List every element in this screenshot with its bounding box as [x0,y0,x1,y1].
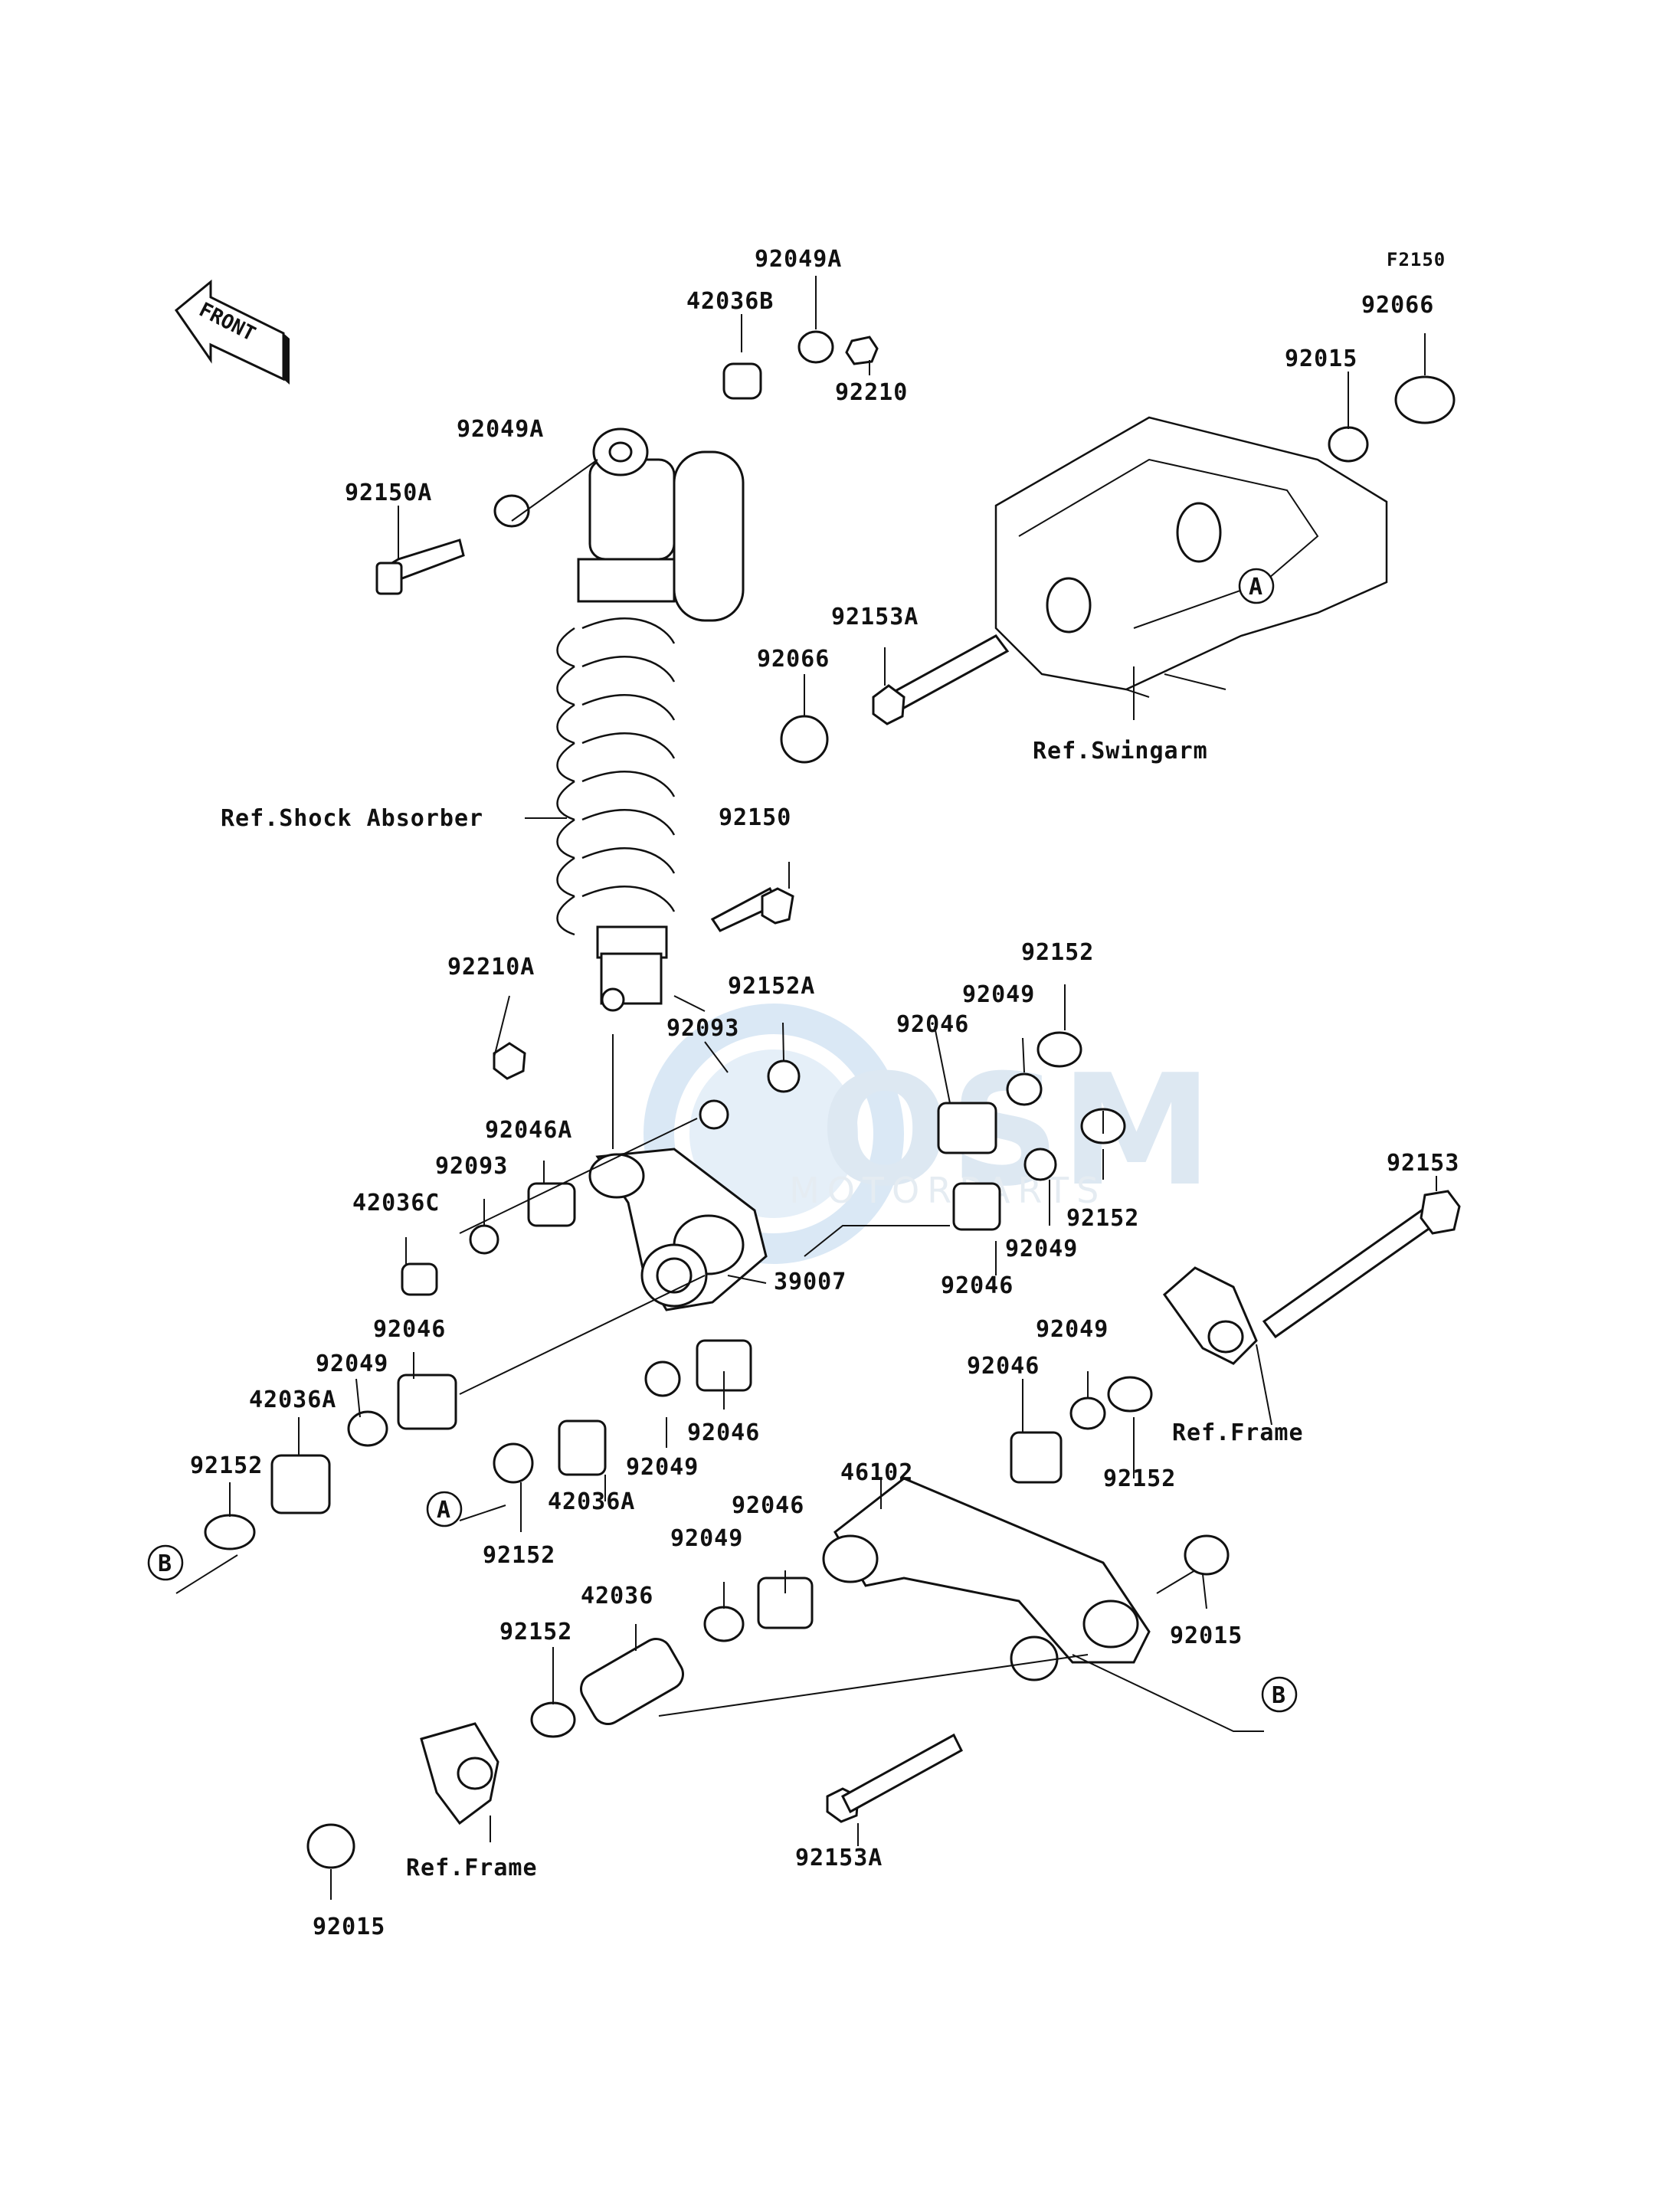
label-92046-left: 92046 [373,1316,446,1343]
label-92049-center: 92049 [626,1454,699,1481]
leader-lines [175,276,1437,1900]
label-92046-center: 92046 [687,1419,760,1446]
figure-id: F2150 [1387,249,1446,270]
label-92049-rframe: 92049 [1036,1316,1109,1343]
label-ref-swingarm: Ref.Swingarm [1033,738,1208,765]
label-92152-center: 92152 [483,1542,555,1569]
label-39007: 39007 [774,1269,847,1295]
label-ref-frame-left: Ref.Frame [406,1855,538,1881]
label-42036A-center: 42036A [548,1488,635,1515]
label-92046-r1: 92046 [896,1011,969,1038]
label-92066-mid: 92066 [757,646,830,673]
label-42036: 42036 [581,1583,653,1609]
label-92015-right: 92015 [1170,1622,1243,1649]
label-92152-bottom: 92152 [499,1619,572,1645]
marker-b-left: B [147,1544,184,1581]
label-92152-rframe: 92152 [1103,1465,1176,1492]
label-42036A-left: 42036A [249,1387,336,1413]
label-92093-a: 92093 [666,1015,739,1042]
label-92046-bottom: 92046 [732,1492,804,1519]
label-42036B: 42036B [686,288,774,315]
label-92153A-top: 92153A [831,604,919,630]
svg-text:B: B [158,1550,172,1577]
label-ref-shock-absorber: Ref.Shock Absorber [221,805,483,832]
label-92049-left: 92049 [316,1351,388,1377]
marker-a-left: A [426,1491,463,1527]
label-92153: 92153 [1387,1150,1459,1177]
label-92152-left: 92152 [190,1452,263,1479]
label-92093-b: 92093 [435,1153,508,1180]
watermark-subtext: MOTORPARTS [789,1170,1106,1211]
marker-a-right: A [1238,568,1275,604]
label-92210A: 92210A [447,954,535,981]
shock-absorber-illustration [556,427,745,1012]
rocker-arm-illustration [588,1148,768,1311]
label-92049A-top: 92049A [755,246,842,273]
frame-bracket-right-illustration [1162,1266,1258,1365]
svg-text:B: B [1272,1682,1286,1709]
marker-b-right: B [1261,1676,1298,1713]
svg-text:A: A [437,1497,451,1524]
label-92046-r2: 92046 [941,1272,1014,1299]
label-46102: 46102 [840,1459,913,1486]
part-labels: 92049A 42036B 92210 92049A 92150A 92015 … [190,246,1459,1940]
label-ref-frame-right: Ref.Frame [1172,1419,1304,1446]
frame-bracket-left-illustration [420,1722,499,1825]
label-92210: 92210 [835,379,908,406]
label-92015-bottom: 92015 [313,1914,385,1940]
label-92153A-bottom: 92153A [795,1845,883,1871]
label-92152-r2: 92152 [1066,1205,1139,1232]
label-92066-top: 92066 [1361,292,1434,319]
swingarm-illustration [994,416,1388,698]
label-92015-top: 92015 [1285,345,1357,372]
hardware-parts [204,330,1456,1869]
label-92049-bottom: 92049 [670,1525,743,1552]
watermark-text: OSM [820,1042,1213,1220]
label-92049-r1: 92049 [962,981,1035,1008]
label-92046A: 92046A [485,1117,572,1144]
tie-rod-illustration [822,1477,1151,1681]
label-92049A: 92049A [457,416,544,443]
front-arrow-icon: FRONT [174,279,290,385]
label-92152-r1: 92152 [1021,939,1094,966]
long-bolt-illustration [1262,1190,1461,1339]
label-92150A: 92150A [345,480,432,506]
label-92046-rframe: 92046 [967,1353,1040,1380]
label-42036C: 42036C [352,1190,440,1216]
svg-text:A: A [1249,574,1263,601]
label-92049-r2: 92049 [1005,1236,1078,1262]
label-92152A: 92152A [728,973,815,1000]
label-92150: 92150 [719,804,791,831]
